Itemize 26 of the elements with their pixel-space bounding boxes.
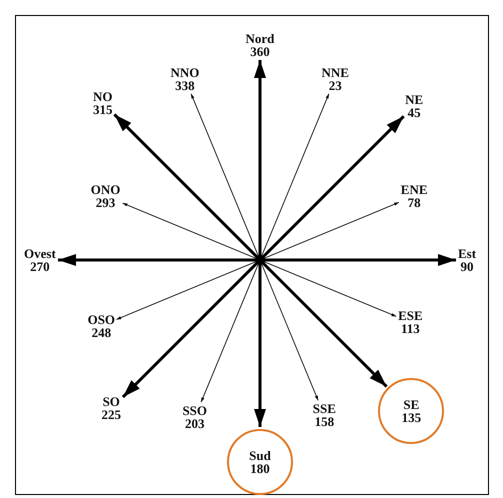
compass-point-label: ONO 293	[90, 183, 120, 210]
compass-point-label: ESE 113	[398, 309, 423, 336]
arrow	[58, 254, 260, 266]
arrow	[258, 258, 388, 388]
compass-point-label: Est 90	[458, 247, 476, 273]
compass-point-label: NO 315	[93, 90, 113, 116]
compass-point-label: SSE 158	[312, 402, 336, 428]
arrow	[254, 260, 266, 427]
arrow	[122, 258, 262, 398]
highlight-circle	[227, 429, 293, 495]
compass-point-label: Ovest 270	[24, 247, 56, 273]
compass-point-label: ENE 78	[400, 183, 428, 210]
compass-point-label: NE 45	[405, 92, 424, 119]
compass-point-label: OSO 248	[88, 312, 116, 339]
compass-point-label: NNE 23	[322, 66, 349, 92]
arrow	[260, 254, 456, 266]
compass-point-label: SO 225	[102, 395, 121, 422]
compass-point-label: SSO 203	[182, 404, 208, 430]
highlight-circle	[378, 378, 444, 444]
compass-point-label: SE 135	[402, 398, 422, 424]
arrow	[113, 113, 262, 262]
compass-point-label: NNO 338	[170, 66, 200, 92]
arrow	[254, 60, 266, 260]
compass-point-label: Nord 360	[246, 32, 274, 58]
arrow	[258, 115, 405, 262]
compass-point-label: Sud 180	[249, 449, 271, 475]
